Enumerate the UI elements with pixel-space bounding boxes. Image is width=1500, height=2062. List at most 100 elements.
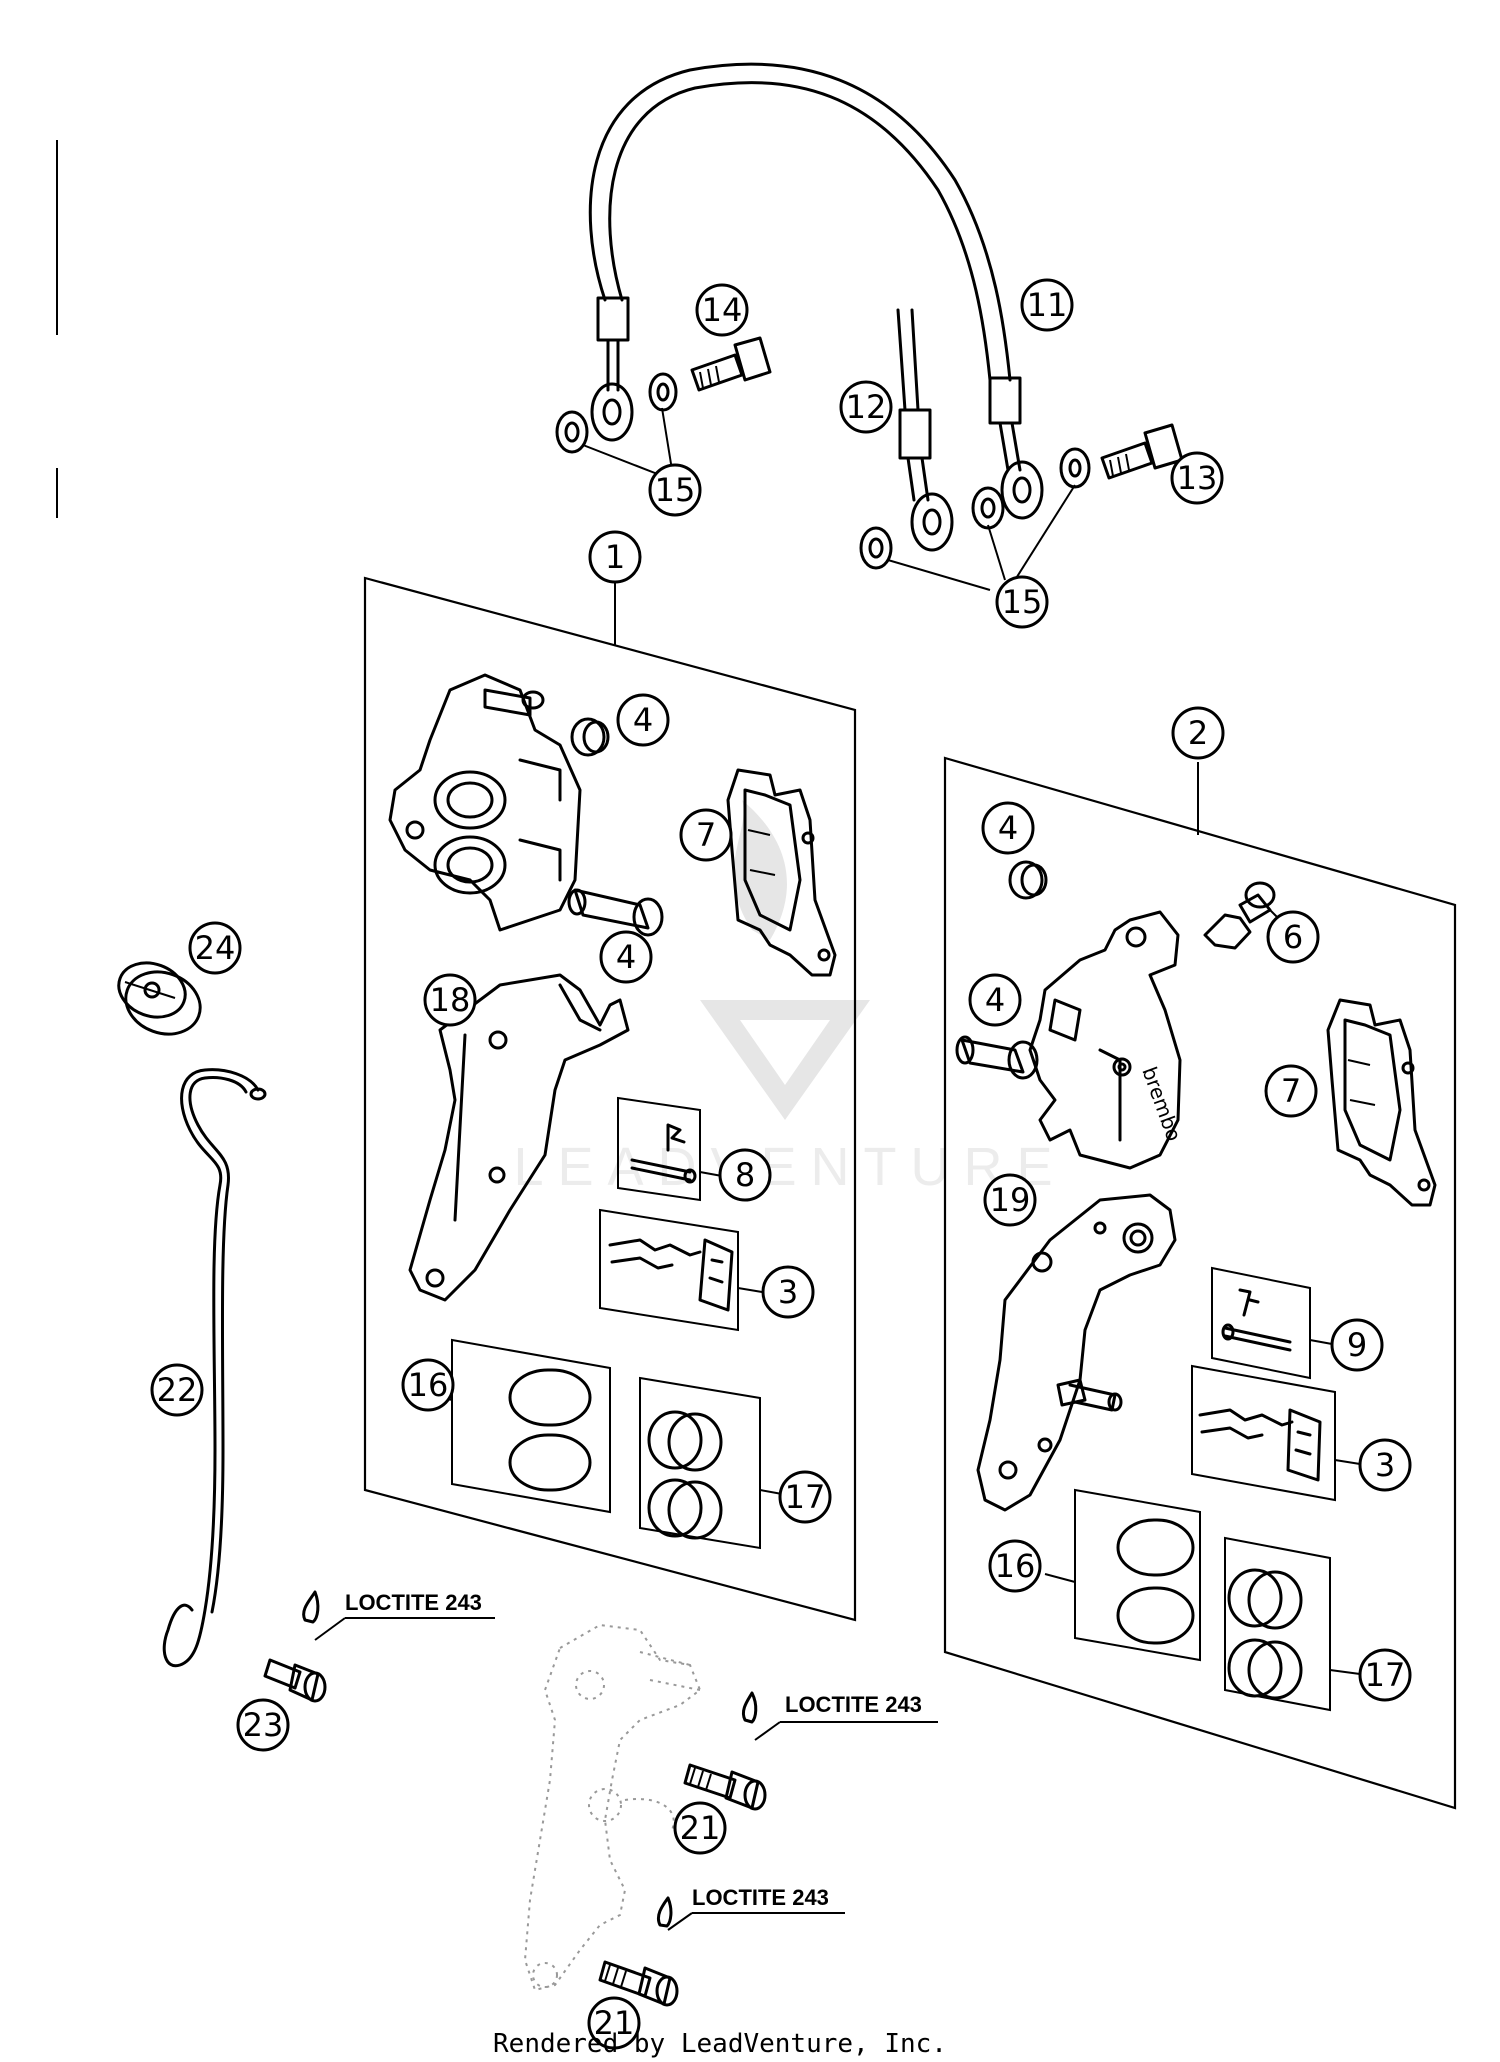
kit-panel-2	[943, 756, 1457, 1810]
callout-21-upper: 21	[673, 1801, 727, 1855]
svg-text:21: 21	[680, 1809, 721, 1847]
watermark-logo: LEADVENTURE	[513, 800, 1066, 1197]
brake-pad-right	[1326, 998, 1437, 1207]
svg-text:16: 16	[408, 1366, 449, 1404]
callout-7-right: 7	[1264, 1064, 1318, 1118]
svg-text:7: 7	[696, 816, 716, 854]
retaining-wire-22	[162, 1068, 267, 1668]
screw-21-upper	[683, 1691, 767, 1811]
piston-kit-16-right	[1044, 1488, 1201, 1662]
callout-15-right: 15	[995, 575, 1049, 629]
svg-text:8: 8	[735, 1156, 755, 1194]
loctite-label-3: LOCTITE 243	[667, 1885, 845, 1931]
brake-hose-11	[588, 62, 1022, 472]
svg-text:14: 14	[702, 291, 743, 329]
svg-text:15: 15	[1002, 583, 1043, 621]
banjo-bolt-14	[690, 336, 772, 392]
svg-text:16: 16	[995, 1547, 1036, 1585]
svg-text:1: 1	[605, 538, 625, 576]
callout-4-left-top: 4	[616, 693, 670, 747]
callout-21-lower: 21	[587, 1996, 641, 2050]
brake-hose-12	[896, 308, 932, 502]
callout-24: 24	[188, 921, 242, 975]
svg-text:23: 23	[243, 1706, 284, 1744]
callout-17-left: 17	[778, 1470, 832, 1524]
callout-13: 13	[1170, 451, 1224, 505]
seal-kit-17-right	[1224, 1536, 1361, 1712]
piston-kit-16-left	[424, 1338, 611, 1514]
svg-text:15: 15	[655, 471, 696, 509]
callout-8: 8	[718, 1148, 772, 1202]
svg-text:LOCTITE 243: LOCTITE 243	[785, 1692, 922, 1717]
svg-text:LOCTITE 243: LOCTITE 243	[692, 1885, 829, 1910]
svg-text:11: 11	[1027, 286, 1068, 324]
footer-credit: Rendered by LeadVenture, Inc.	[493, 2029, 947, 2059]
svg-text:4: 4	[633, 701, 653, 739]
leader-lines-top	[582, 407, 1076, 591]
svg-text:2: 2	[1188, 714, 1208, 752]
caliper-bracket-19	[976, 1193, 1177, 1512]
callout-4-right-bottom: 4	[968, 973, 1022, 1027]
svg-text:4: 4	[616, 938, 636, 976]
svg-text:9: 9	[1347, 1326, 1367, 1364]
callout-11: 11	[1020, 278, 1074, 332]
callout-12: 12	[839, 380, 893, 434]
kit-panel-1	[363, 576, 857, 1622]
svg-text:LOCTITE 243: LOCTITE 243	[345, 1590, 482, 1615]
svg-text:18: 18	[430, 981, 471, 1019]
svg-text:21: 21	[594, 2004, 635, 2042]
spring-kit-3-right	[1191, 1364, 1361, 1502]
caliper-left	[388, 673, 582, 932]
grommet-24	[117, 961, 202, 1036]
loctite-label-1: LOCTITE 243	[314, 1590, 495, 1641]
callout-3-left: 3	[761, 1265, 815, 1319]
svg-text:17: 17	[1365, 1656, 1406, 1694]
callout-18: 18	[423, 973, 477, 1027]
callout-7-left: 7	[679, 808, 733, 862]
callout-16-right: 16	[988, 1539, 1042, 1593]
brake-lever-outline	[523, 1623, 702, 1992]
callout-1: 1	[588, 530, 642, 584]
caliper-bracket-18	[408, 973, 630, 1302]
pin-kit-9	[1211, 1266, 1333, 1380]
callout-19: 19	[983, 1173, 1037, 1227]
banjo-bolt-13	[1100, 423, 1184, 480]
bushing-right	[1008, 860, 1048, 900]
svg-text:24: 24	[195, 929, 236, 967]
callout-22: 22	[150, 1363, 204, 1417]
banjo-fittings	[555, 372, 1091, 570]
callout-6: 6	[1266, 910, 1320, 964]
callout-14: 14	[695, 283, 749, 337]
screw-23	[263, 1590, 327, 1703]
brake-pad-left	[726, 768, 837, 977]
svg-text:7: 7	[1281, 1072, 1301, 1110]
svg-text:19: 19	[990, 1181, 1031, 1219]
svg-text:3: 3	[1375, 1446, 1395, 1484]
callout-4-left-bottom: 4	[599, 930, 653, 984]
svg-text:6: 6	[1283, 918, 1303, 956]
loctite-label-2: LOCTITE 243	[754, 1692, 938, 1741]
screw-21-lower	[598, 1896, 679, 2007]
svg-text:12: 12	[846, 388, 887, 426]
callout-23: 23	[236, 1698, 290, 1752]
bushing-left	[570, 717, 610, 757]
callout-16-left: 16	[401, 1358, 455, 1412]
callout-9: 9	[1330, 1318, 1384, 1372]
svg-text:22: 22	[157, 1371, 198, 1409]
callout-3-right: 3	[1358, 1438, 1412, 1492]
callout-4-right-top: 4	[981, 801, 1035, 855]
guide-pin-right	[955, 1035, 1039, 1080]
guide-pin-left	[567, 888, 664, 937]
svg-text:3: 3	[778, 1273, 798, 1311]
svg-text:4: 4	[998, 809, 1018, 847]
caliper-right: brembo	[1028, 910, 1186, 1170]
svg-text:17: 17	[785, 1478, 826, 1516]
callout-2: 2	[1171, 706, 1225, 760]
pin-kit-8	[617, 1096, 723, 1202]
watermark-text: LEADVENTURE	[513, 1137, 1066, 1197]
spring-kit-3-left	[599, 1208, 763, 1332]
callout-17-right: 17	[1358, 1648, 1412, 1702]
callout-15-left: 15	[648, 463, 702, 517]
seal-kit-17-left	[639, 1376, 783, 1550]
